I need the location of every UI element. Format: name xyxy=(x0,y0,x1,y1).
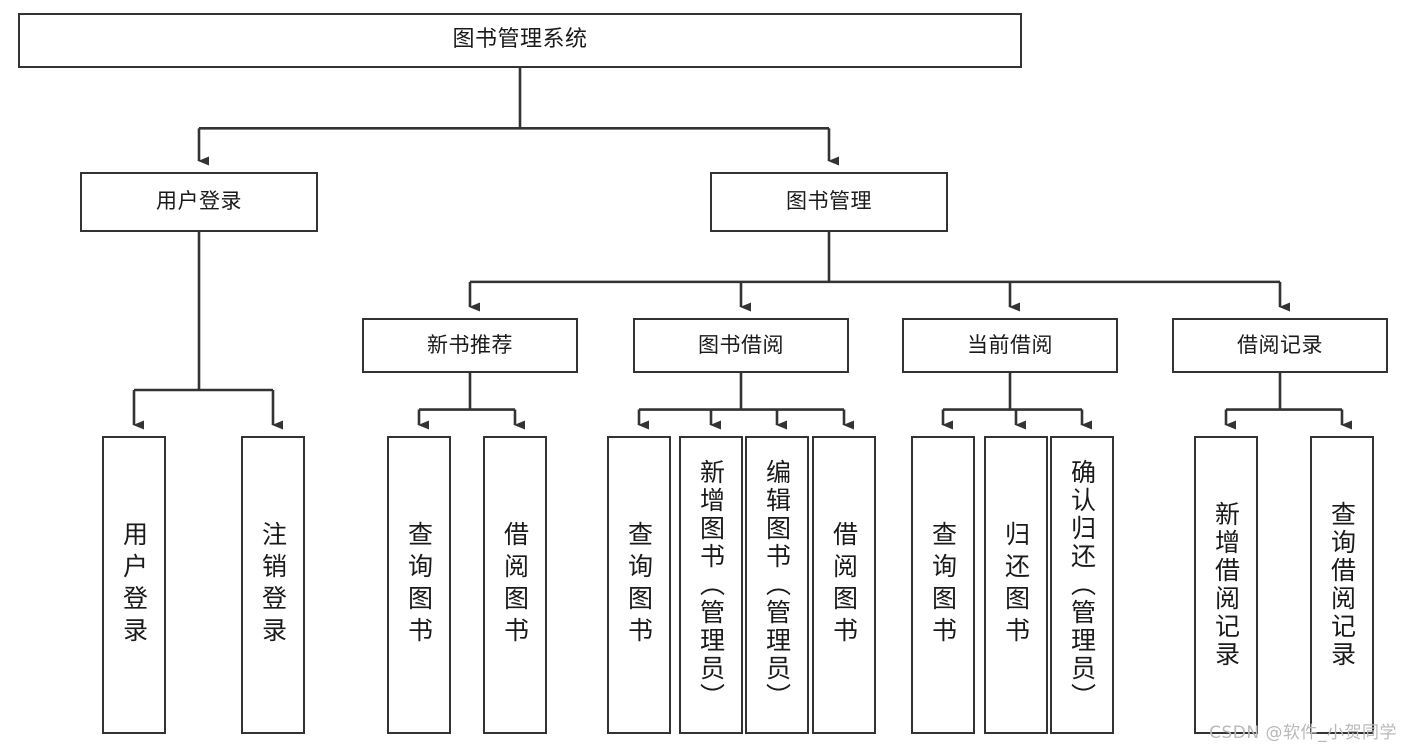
node-label: 借阅图书 xyxy=(829,521,859,649)
node-leaf7[interactable]: 编辑图书（管理员） xyxy=(745,436,809,734)
node-leaf1[interactable]: 用户登录 xyxy=(102,436,166,734)
node-current[interactable]: 当前借阅 xyxy=(902,318,1118,373)
node-leaf13[interactable]: 查询借阅记录 xyxy=(1310,436,1374,734)
node-label: 借阅记录 xyxy=(1237,332,1323,357)
node-label: 借阅图书 xyxy=(500,521,530,649)
node-label: 查询借阅记录 xyxy=(1327,501,1357,669)
node-label: 查询图书 xyxy=(404,521,434,649)
node-label: 归还图书 xyxy=(1001,521,1031,649)
node-newbook[interactable]: 新书推荐 xyxy=(362,318,578,373)
node-records[interactable]: 借阅记录 xyxy=(1172,318,1388,373)
node-label: 确认归还（管理员） xyxy=(1067,459,1097,711)
node-label: 新增借阅记录 xyxy=(1211,501,1241,669)
node-label: 图书借阅 xyxy=(698,332,784,357)
node-root[interactable]: 图书管理系统 xyxy=(18,13,1022,68)
node-leaf12[interactable]: 新增借阅记录 xyxy=(1194,436,1258,734)
node-label: 新增图书（管理员） xyxy=(696,459,726,711)
node-label: 查询图书 xyxy=(928,521,958,649)
node-label: 图书管理系统 xyxy=(452,27,588,53)
watermark-text: CSDN @软件_小贺同学 xyxy=(1209,723,1397,743)
node-leaf9[interactable]: 查询图书 xyxy=(911,436,975,734)
node-leaf4[interactable]: 借阅图书 xyxy=(483,436,547,734)
node-leaf11[interactable]: 确认归还（管理员） xyxy=(1050,436,1114,734)
node-label: 当前借阅 xyxy=(967,332,1053,357)
node-label: 编辑图书（管理员） xyxy=(762,459,792,711)
node-label: 新书推荐 xyxy=(427,332,513,357)
node-leaf6[interactable]: 新增图书（管理员） xyxy=(679,436,743,734)
node-leaf10[interactable]: 归还图书 xyxy=(984,436,1048,734)
node-leaf8[interactable]: 借阅图书 xyxy=(812,436,876,734)
node-label: 图书管理 xyxy=(786,189,872,214)
node-leaf3[interactable]: 查询图书 xyxy=(387,436,451,734)
node-label: 用户登录 xyxy=(156,189,242,214)
node-borrow[interactable]: 图书借阅 xyxy=(633,318,849,373)
node-leaf2[interactable]: 注销登录 xyxy=(241,436,305,734)
node-leaf5[interactable]: 查询图书 xyxy=(607,436,671,734)
node-label: 用户登录 xyxy=(119,521,149,649)
node-label: 注销登录 xyxy=(258,521,288,649)
node-label: 查询图书 xyxy=(624,521,654,649)
node-login[interactable]: 用户登录 xyxy=(80,172,318,232)
node-bookmgmt[interactable]: 图书管理 xyxy=(710,172,948,232)
